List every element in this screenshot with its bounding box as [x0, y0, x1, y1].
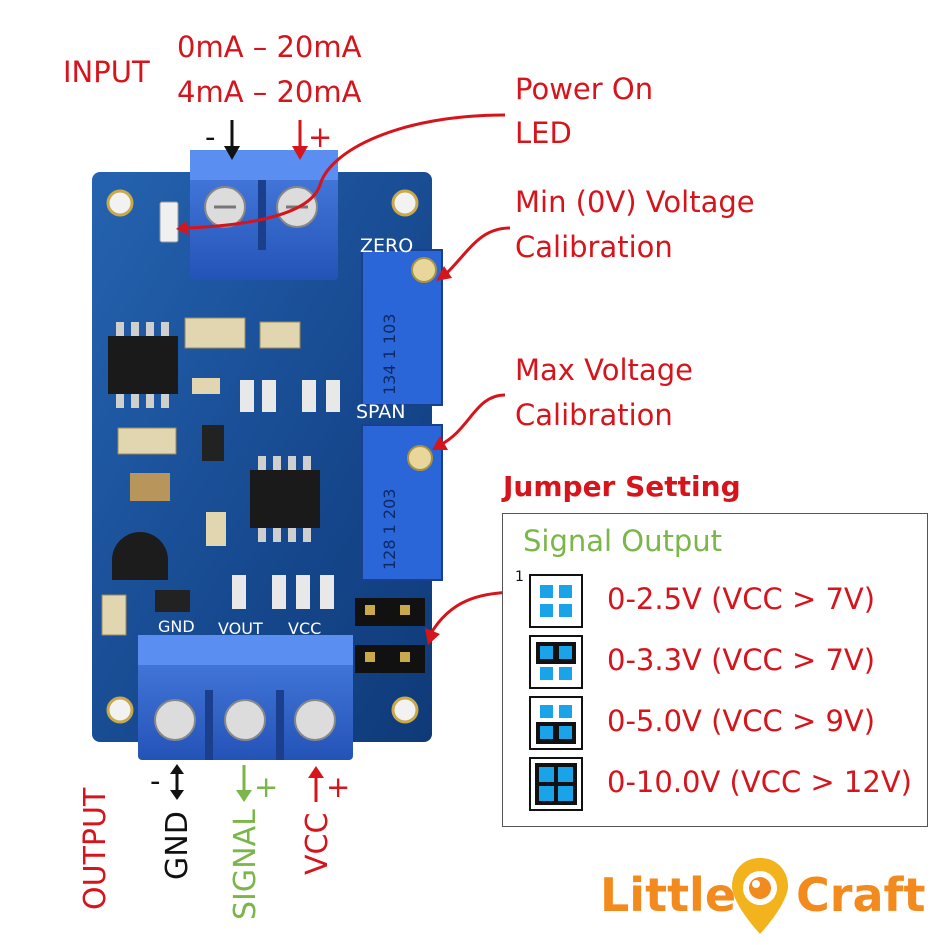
ic-u4 — [250, 456, 320, 542]
silk-vout: VOUT — [218, 619, 263, 638]
vcc-label: VCC — [300, 812, 335, 875]
input-plus-sign: + — [308, 120, 333, 154]
output-arrows — [170, 764, 324, 802]
jumper-diagram-open-open-icon — [529, 574, 583, 628]
jumper-option-text: 0-3.3V (VCC > 7V) — [607, 643, 876, 677]
jumper-option-text: 0-5.0V (VCC > 9V) — [607, 704, 876, 738]
signal-output-label: Signal Output — [523, 524, 723, 558]
signal-label: SIGNAL — [228, 809, 263, 920]
power-led — [159, 201, 179, 243]
jumper-option-text: 0-10.0V (VCC > 12V) — [607, 765, 912, 799]
owl-pin-icon — [732, 858, 788, 934]
power-led-label-line1: Power On — [515, 72, 654, 106]
power-led-label-line2: LED — [515, 116, 572, 150]
input-terminal-block — [190, 150, 338, 280]
annotation-pointers — [187, 113, 521, 636]
jumper-option-text: 0-2.5V (VCC > 7V) — [607, 582, 876, 616]
signal-plus-sign: + — [254, 770, 279, 804]
input-arrows — [224, 120, 308, 160]
silk-vcc: VCC — [288, 619, 321, 638]
gnd-label: GND — [160, 811, 195, 880]
output-label: OUTPUT — [78, 787, 113, 910]
smd-components — [101, 317, 340, 636]
input-label: INPUT — [63, 55, 150, 89]
jumper-title: Jumper Setting — [503, 470, 741, 503]
max-calibration-label-line1: Max Voltage — [515, 353, 693, 387]
jumper-diagram-bottom-closed-icon — [529, 696, 583, 750]
min-calibration-label-line1: Min (0V) Voltage — [515, 185, 755, 219]
jumper-diagram-both-closed-icon — [529, 757, 583, 811]
brand-word-craft: Craft — [796, 868, 926, 922]
max-calibration-label-line2: Calibration — [515, 398, 673, 432]
span-potentiometer: 128 1 203 — [361, 424, 443, 581]
mounting-holes — [106, 189, 419, 724]
min-calibration-label-line2: Calibration — [515, 230, 673, 264]
jumper-diagram-top-closed-icon — [529, 635, 583, 689]
silk-zero: ZERO — [360, 235, 413, 257]
silk-span: SPAN — [356, 401, 406, 423]
input-range-0-20: 0mA – 20mA — [177, 30, 362, 64]
brand-word-little: Little — [600, 868, 737, 922]
output-terminal-block — [138, 635, 353, 760]
vcc-plus-sign: + — [326, 770, 351, 804]
zero-potentiometer: 134 1 103 — [361, 249, 443, 406]
board-jumper-header — [355, 598, 425, 673]
input-range-4-20: 4mA – 20mA — [177, 75, 362, 109]
ic-u1 — [108, 322, 178, 408]
input-minus-sign: - — [205, 120, 216, 154]
pot-span-code: 128 1 203 — [380, 489, 399, 570]
jumper-settings-box: Signal Output 1 0-2.5V (VCC > 7V) 0-3.3V… — [502, 513, 928, 827]
pin-one-marker: 1 — [515, 569, 524, 585]
output-minus-sign: - — [150, 764, 161, 798]
pot-zero-code: 134 1 103 — [380, 314, 399, 395]
silk-gnd: GND — [158, 617, 195, 636]
annotation-arrowheads — [176, 221, 452, 645]
